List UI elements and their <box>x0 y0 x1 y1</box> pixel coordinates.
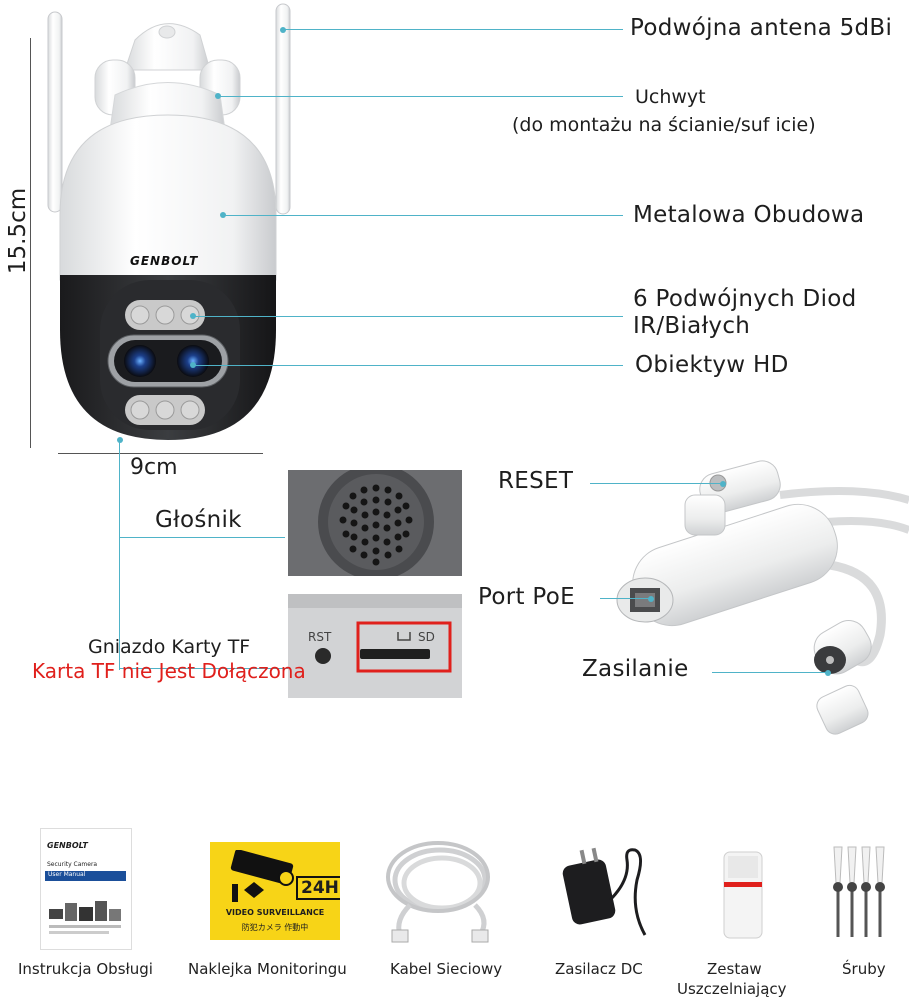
reset-label: RESET <box>498 468 574 494</box>
tf-slot-closeup-image: RST SD <box>288 594 462 698</box>
accessory-screws-image <box>828 845 898 945</box>
width-dimension-label: 9cm <box>130 455 178 480</box>
housing-label: Metalowa Obudowa <box>633 202 865 228</box>
mount-label: Uchwyt <box>635 86 706 108</box>
leds-label: 6 Podwójnych Diod <box>633 286 857 312</box>
accessory-sticker-label: Naklejka Monitoringu <box>188 960 347 978</box>
poe-label: Port PoE <box>478 584 575 610</box>
accessory-seal-kit-label: Zestaw <box>707 960 762 978</box>
accessory-manual-image: GENBOLT Security Camera User Manual <box>40 828 132 950</box>
accessory-manual-label: Instrukcja Obsługi <box>18 960 153 978</box>
lens-label: Obiektyw HD <box>635 352 789 378</box>
power-label: Zasilanie <box>582 656 689 682</box>
accessory-network-cable-image <box>380 835 500 945</box>
accessory-sticker-image: 24H VIDEO SURVEILLANCE 防犯カメラ 作動中 <box>210 842 340 940</box>
antenna-label: Podwójna antena 5dBi <box>630 15 893 41</box>
tf-card-not-included-note: Karta TF nie Jest Dołączona <box>32 659 306 683</box>
leds-label-line2: IR/Białych <box>633 313 751 339</box>
accessory-seal-kit-label-line2: Uszczelniający <box>677 980 787 998</box>
tf-slot-label: Gniazdo Karty TF <box>88 636 251 658</box>
camera-image: GENBOLT <box>40 0 300 450</box>
cable-image <box>600 455 909 745</box>
height-dimension-line <box>30 38 31 448</box>
width-dimension-line <box>58 453 263 454</box>
sd-marking: SD <box>418 630 435 644</box>
rst-marking: RST <box>308 630 332 644</box>
speaker-closeup-image <box>288 470 462 576</box>
accessory-dc-adapter-label: Zasilacz DC <box>555 960 643 978</box>
accessory-dc-adapter-image <box>555 840 655 940</box>
accessory-screws-label: Śruby <box>842 960 886 978</box>
height-dimension-label: 15.5cm <box>5 187 31 275</box>
speaker-label: Głośnik <box>155 507 242 533</box>
accessory-seal-kit-image <box>718 848 768 940</box>
accessory-network-cable-label: Kabel Sieciowy <box>390 960 503 978</box>
mount-label-detail: (do montażu na ścianie/suf icie) <box>512 114 816 136</box>
camera-brand-logo: GENBOLT <box>130 254 199 268</box>
